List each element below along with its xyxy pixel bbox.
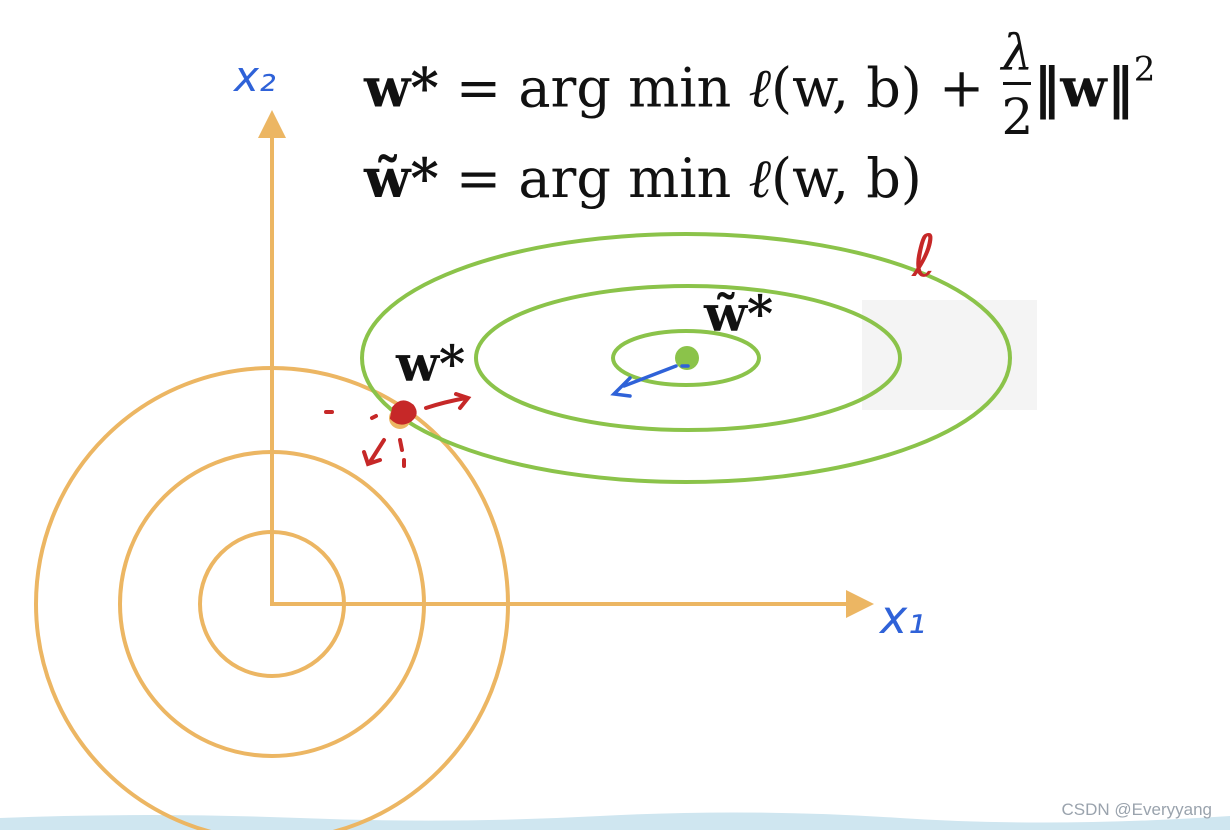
eq1-frac-numerator: λ — [1001, 24, 1034, 82]
eq1-fraction: λ 2 — [1001, 24, 1033, 149]
eq1-argmin: arg min — [518, 56, 732, 120]
eq1-plus: + — [939, 56, 985, 120]
blue-handwriting — [610, 364, 690, 398]
equation-unregularized: w̃* = arg min ℓ(w, b) — [364, 146, 922, 210]
eq1-frac-bar — [1003, 82, 1032, 85]
equation-regularized: w* = arg min ℓ(w, b) + λ 2 ‖w‖2 — [364, 24, 1156, 155]
eq2-lhs: w̃* — [364, 146, 439, 210]
eq2-args: (w, b) — [771, 147, 922, 210]
eq1-loss-fn: ℓ — [748, 56, 772, 120]
background-panel — [862, 300, 1037, 410]
loss-contour-label: ℓ — [912, 222, 936, 290]
loss-contour-inner — [611, 329, 761, 387]
eq1-lhs: w* — [364, 55, 439, 120]
w-star-label: w* — [396, 334, 466, 393]
w-tilde-star-point — [675, 346, 699, 370]
bottom-strip — [0, 812, 1230, 830]
eq1-power: 2 — [1133, 49, 1156, 90]
x1-axis-label: x₁ — [880, 590, 926, 644]
w-tilde-star-label: w̃* — [704, 284, 774, 343]
eq1-equals: = — [455, 56, 502, 120]
x2-arrowhead — [258, 110, 286, 138]
eq2-loss-fn: ℓ — [748, 147, 772, 210]
eq1-frac-denominator: 2 — [1001, 88, 1034, 146]
eq2-argmin: arg min — [518, 147, 732, 210]
loss-contour-outer — [360, 232, 1012, 484]
eq1-args: (w, b) — [771, 56, 922, 120]
loss-contours — [360, 232, 1012, 484]
x1-arrowhead — [846, 590, 874, 618]
loss-contour-middle — [474, 284, 902, 432]
eq2-equals: = — [455, 147, 502, 210]
eq1-norm: ‖w‖ — [1033, 55, 1134, 120]
red-handwriting — [324, 392, 472, 468]
x2-axis-label: x₂ — [234, 52, 276, 101]
watermark: CSDN @Everyyang — [1061, 800, 1212, 819]
axes — [258, 110, 874, 618]
